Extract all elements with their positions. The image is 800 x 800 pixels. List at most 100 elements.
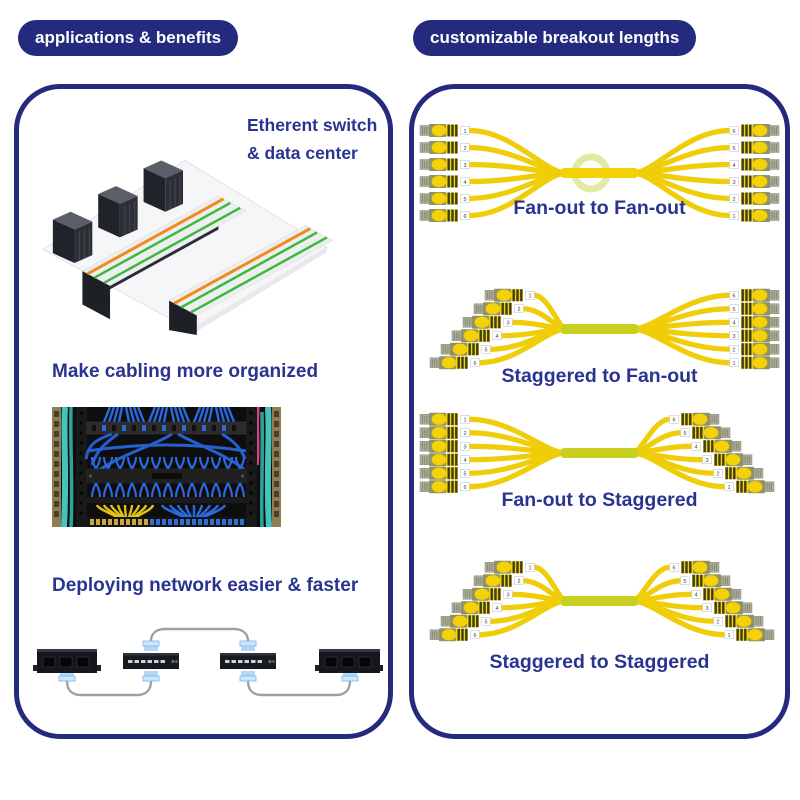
cable-connector: 1 [419, 124, 470, 137]
cable-connector: 2 [713, 614, 764, 628]
svg-text:6: 6 [672, 418, 675, 424]
cable-connector: 3 [462, 315, 513, 329]
switch-device [220, 653, 276, 669]
svg-text:1: 1 [528, 294, 531, 300]
diagram-label: Staggered to Staggered [489, 651, 710, 673]
datacenter-title: Etherent switch & data center [247, 111, 387, 167]
rack-row [168, 225, 334, 336]
cable-connector-icon [142, 640, 257, 651]
svg-text:4: 4 [463, 458, 466, 464]
cable-connector: 6 [729, 288, 780, 302]
svg-text:5: 5 [463, 472, 466, 478]
cable-connector: 5 [680, 426, 731, 440]
svg-text:5: 5 [484, 348, 487, 354]
svg-text:4: 4 [694, 593, 697, 599]
svg-text:4: 4 [732, 163, 735, 169]
svg-text:6: 6 [463, 485, 466, 491]
cable-connector: 4 [451, 329, 502, 343]
cable-connector: 3 [702, 601, 753, 615]
cable-connector: 1 [484, 560, 535, 574]
svg-text:3: 3 [705, 606, 708, 612]
cable-connector: 5 [729, 302, 780, 316]
svg-text:4: 4 [732, 321, 735, 327]
switch-device [123, 653, 179, 669]
media-converter-device [315, 649, 383, 673]
cable-connector: 3 [702, 453, 753, 467]
cable-connector: 4 [691, 439, 742, 453]
cable-connector: 6 [419, 480, 470, 494]
svg-text:5: 5 [484, 620, 487, 626]
cable-connector: 1 [729, 356, 780, 370]
cable-connector: 6 [429, 628, 480, 642]
cable-connector: 6 [669, 560, 720, 574]
svg-text:6: 6 [463, 214, 466, 220]
svg-text:2: 2 [716, 620, 719, 626]
diagram-label: Fan-out to Fan-out [513, 197, 686, 219]
cable-connector: 4 [419, 175, 470, 188]
cable-connector: 4 [691, 587, 742, 601]
cable-connector: 1 [729, 209, 780, 222]
svg-text:1: 1 [528, 566, 531, 572]
server-cabinets [52, 160, 184, 264]
cable-connector: 5 [729, 141, 780, 154]
svg-text:5: 5 [732, 146, 735, 152]
svg-text:2: 2 [517, 579, 520, 585]
media-converter-device [33, 649, 101, 673]
cable-connector: 4 [419, 453, 470, 467]
trunk-cable [561, 448, 638, 458]
svg-text:6: 6 [732, 129, 735, 135]
svg-text:6: 6 [473, 361, 476, 367]
network-devices-diagram [33, 627, 383, 697]
applications-badge: applications & benefits [18, 20, 239, 56]
rack-cabling-photo [52, 407, 281, 527]
cable-connector: 5 [680, 574, 731, 588]
datacenter-illustration [42, 159, 334, 336]
svg-text:6: 6 [732, 294, 735, 300]
cable-connector: 1 [724, 480, 775, 494]
svg-text:3: 3 [463, 445, 466, 451]
svg-text:1: 1 [727, 633, 730, 639]
cable-connector: 3 [462, 587, 513, 601]
svg-text:3: 3 [732, 334, 735, 340]
cable-connector: 2 [473, 302, 524, 316]
cabling-title: Make cabling more organized [52, 361, 319, 382]
svg-text:6: 6 [473, 633, 476, 639]
svg-text:4: 4 [694, 445, 697, 451]
svg-text:2: 2 [716, 472, 719, 478]
svg-text:2: 2 [463, 431, 466, 437]
cable-connector: 3 [729, 175, 780, 188]
svg-text:3: 3 [506, 593, 509, 599]
svg-text:5: 5 [683, 431, 686, 437]
svg-text:1: 1 [727, 485, 730, 491]
svg-text:4: 4 [495, 334, 498, 340]
svg-text:4: 4 [495, 606, 498, 612]
cable-connector: 3 [419, 158, 470, 171]
svg-text:3: 3 [732, 180, 735, 186]
rack-row [81, 195, 247, 320]
cable-connector: 6 [729, 124, 780, 137]
svg-text:4: 4 [463, 180, 466, 186]
cable-connector: 4 [729, 158, 780, 171]
cable-connector: 2 [473, 574, 524, 588]
cable-connector: 6 [429, 356, 480, 370]
svg-text:1: 1 [732, 214, 735, 220]
cable-connector: 6 [669, 412, 720, 426]
trunk-cable [561, 168, 638, 178]
svg-text:2: 2 [732, 197, 735, 203]
svg-text:5: 5 [732, 307, 735, 313]
svg-text:6: 6 [672, 566, 675, 572]
cable-connector: 3 [419, 439, 470, 453]
cable-connector: 2 [713, 466, 764, 480]
svg-text:1: 1 [732, 361, 735, 367]
cable-connector: 5 [419, 466, 470, 480]
breakout-lengths-badge: customizable breakout lengths [413, 20, 697, 56]
svg-text:2: 2 [463, 146, 466, 152]
svg-text:1: 1 [463, 129, 466, 135]
cable-connector: 2 [729, 192, 780, 205]
breakout-cable-illustration: 1 6 2 5 3 4 4 3 5 2 6 1 [429, 560, 775, 642]
cable-connector: 1 [724, 628, 775, 642]
svg-text:5: 5 [463, 197, 466, 203]
